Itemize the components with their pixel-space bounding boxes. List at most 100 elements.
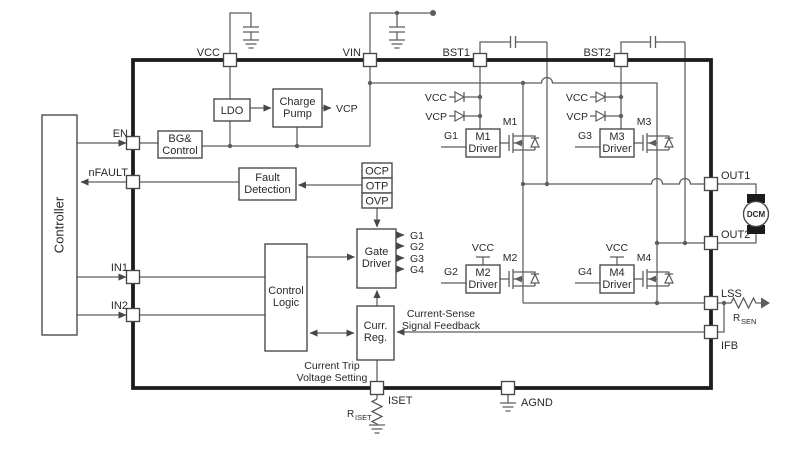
body-diode-icon (530, 272, 540, 284)
pin-label-ifb: IFB (721, 340, 738, 352)
m1-driver-label-2: Driver (468, 143, 498, 155)
body-diode-icon (664, 272, 674, 284)
mosfet-m1 (500, 133, 540, 153)
ldo-label: LDO (221, 105, 244, 117)
body-diode-icon (664, 136, 674, 148)
iset-resistor (369, 394, 385, 434)
bg-control-label-1: BG& (168, 133, 192, 145)
g4-input-label: G4 (578, 266, 592, 278)
bridgeA-vcp-label: VCP (425, 111, 447, 123)
pin-label-en: EN (113, 128, 128, 140)
pin-lss (703, 295, 719, 311)
wire-bridgeB-diode-rows (590, 96, 621, 117)
current-trip-note-2: Voltage Setting (297, 372, 368, 384)
m4-driver-label-2: Driver (602, 279, 632, 291)
ldo-block (213, 98, 251, 122)
gate-driver-label-1: Gate (365, 246, 389, 258)
m3-driver-label-2: Driver (602, 143, 632, 155)
m3-driver-block (599, 128, 635, 158)
pin-label-vin: VIN (343, 47, 361, 59)
m2-driver-label-1: M2 (475, 267, 490, 279)
mosfet-m4-label: M4 (637, 252, 652, 264)
charge-pump-block (272, 88, 323, 128)
ground-icon (369, 424, 385, 434)
mosfet-m2-label: M2 (503, 252, 518, 264)
power-ground-icon (761, 297, 770, 309)
ground-icon (389, 39, 405, 49)
pin-vcc (222, 52, 238, 68)
mosfet-m1-label: M1 (503, 116, 518, 128)
pin-label-bst2: BST2 (583, 47, 611, 59)
bridgeB-vcc-label: VCC (566, 92, 589, 104)
riset-label-sub: ISET (355, 413, 372, 422)
dc-motor: DCM (742, 194, 770, 234)
bg-control-label-2: Control (162, 145, 197, 157)
bridgeA-vcc-label: VCC (425, 92, 448, 104)
agnd-ground (500, 394, 516, 412)
pin-nfault (125, 174, 141, 190)
pin-label-iset: ISET (388, 395, 413, 407)
resistor-icon (730, 296, 761, 310)
fault-detection-label-1: Fault (255, 172, 279, 184)
pin-agnd (500, 380, 516, 396)
gate-driver-block (356, 228, 397, 289)
ic-pins (125, 52, 719, 396)
riset-label: R (347, 409, 354, 420)
capacitor-icon (243, 26, 259, 33)
pin-en (125, 135, 141, 151)
capacitor-icon (389, 26, 405, 33)
wire-bridgeA-diode-rows (449, 96, 480, 117)
pin-label-nfault: nFAULT (88, 167, 128, 179)
curr-reg-label-1: Curr. (364, 320, 388, 332)
capacitor-icon (509, 36, 517, 48)
vcp-output-label: VCP (336, 103, 358, 115)
controller-block (41, 114, 78, 336)
m1-driver-block (465, 128, 501, 158)
m1-driver-label-1: M1 (475, 131, 490, 143)
control-logic-block (264, 243, 308, 352)
g2-input-label: G2 (444, 266, 458, 278)
m4-driver-block (599, 264, 635, 294)
mosfet-m4 (634, 269, 674, 289)
ovp-block (361, 192, 393, 209)
pin-vin (362, 52, 378, 68)
mosfet-m2 (500, 269, 540, 289)
ground-icon (243, 39, 259, 49)
motor-brush-bottom (747, 225, 765, 234)
pin-label-bst1: BST1 (442, 47, 470, 59)
controller-label: Controller (52, 196, 67, 253)
m4driver-vcc-label: VCC (606, 242, 629, 254)
ic-boundary (131, 58, 713, 390)
bridgeA-vcp-diode (454, 109, 466, 123)
otp-label: OTP (366, 181, 389, 193)
pin-label-vcc: VCC (197, 47, 220, 59)
motor-body (742, 200, 770, 228)
pin-label-out2: OUT2 (721, 229, 750, 241)
wire-vin-bridge-rail (370, 76, 658, 136)
diode-icon (595, 90, 607, 104)
pin-label-lss: LSS (721, 288, 742, 300)
vin-bypass-cap (369, 10, 436, 54)
m2driver-vcc-label: VCC (472, 242, 495, 254)
wire-out1-to-motor (717, 183, 757, 194)
wire-out1-node (523, 177, 705, 185)
pin-label-in1: IN1 (111, 262, 128, 274)
rsen-label: R (733, 313, 740, 324)
pin-label-agnd: AGND (521, 397, 553, 409)
bst2-bootstrap-cap (620, 36, 686, 243)
pin-in2 (125, 307, 141, 323)
wire-m2driver-vcc (476, 256, 490, 265)
bridgeB-vcp-diode (595, 109, 607, 123)
junction-dots (227, 80, 727, 306)
bridgeB-vcp-label: VCP (566, 111, 588, 123)
diode-icon (454, 90, 466, 104)
bridgeB-vcc-diode (595, 90, 607, 104)
g2-output-label: G2 (410, 241, 424, 253)
bst1-bootstrap-cap (479, 36, 548, 184)
wire-lss-to-ifb (717, 303, 725, 333)
wire-vin-supply-rail (202, 66, 371, 147)
capacitor-icon (649, 36, 657, 48)
current-trip-note-1: Current Trip (304, 360, 360, 372)
g3-input-label: G3 (578, 130, 592, 142)
